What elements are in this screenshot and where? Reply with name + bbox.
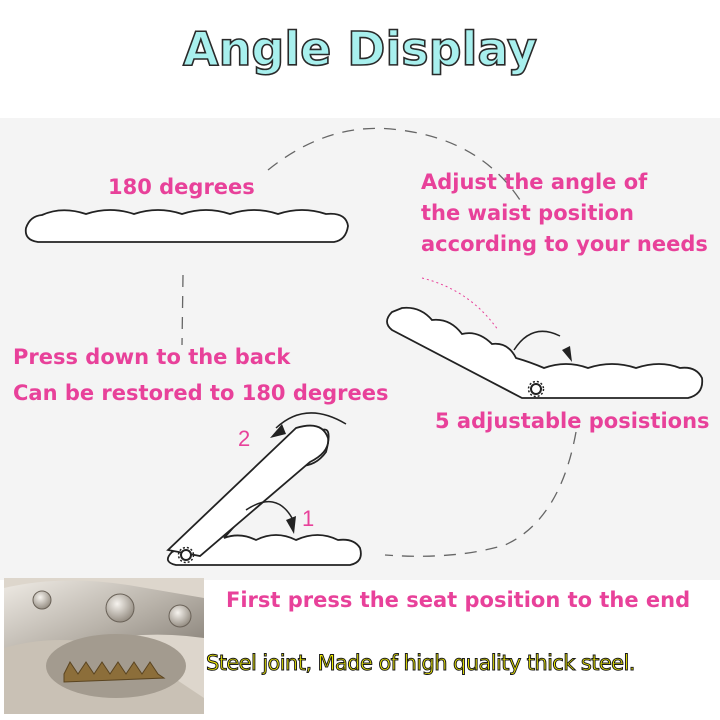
dashed-guide-circle [181, 127, 577, 557]
adjust-label-line3: according to your needs [421, 232, 708, 256]
step-1-label: 1 [302, 506, 315, 531]
adjust-label-line1: Adjust the angle of [421, 170, 648, 194]
diagram-panel [0, 118, 720, 580]
steel-joint-label: Steel joint, Made of high quality thick … [206, 651, 636, 676]
flat-label: 180 degrees [108, 175, 255, 199]
pivot-gear-icon [527, 380, 545, 398]
adjust-label-line2: the waist position [421, 201, 634, 225]
steel-joint-photo [4, 578, 204, 714]
press-label-line1: Press down to the back [13, 345, 291, 369]
press-label-line2: Can be restored to 180 degrees [13, 381, 389, 405]
curved-arrow-icon [286, 516, 296, 534]
positions-label: 5 adjustable posistions [435, 409, 710, 433]
page-title: Angle Display [182, 21, 538, 77]
first-press-label: First press the seat position to the end [226, 588, 691, 612]
reclined-cushion [386, 277, 704, 399]
curved-arrow-icon [562, 346, 572, 362]
flat-cushion [24, 209, 349, 243]
step-2-label: 2 [238, 426, 251, 451]
curved-arrow-icon [270, 424, 286, 438]
pivot-gear-icon [177, 546, 195, 564]
folded-cushion [166, 412, 362, 566]
